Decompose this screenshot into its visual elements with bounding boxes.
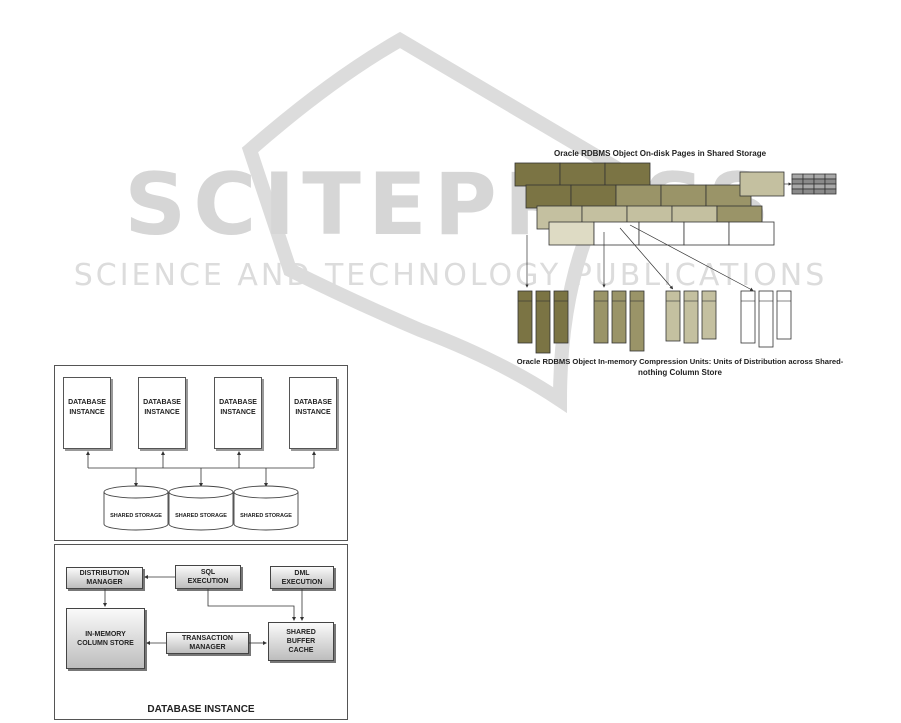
database-instance-box-1: DATABASE INSTANCE (63, 377, 111, 449)
page-grid-cell-r4-c4 (824, 188, 837, 195)
on-disk-page-r1-c2 (559, 162, 606, 187)
compression-unit-g1-3 (553, 290, 569, 344)
page-grid-cell-r2-c4 (824, 178, 837, 185)
instance-diagram-panel (54, 544, 348, 720)
page-grid-cell-r4-c2 (802, 188, 815, 195)
compression-unit-g3-1 (665, 290, 681, 342)
shared-storage-label-3: SHARED STORAGE (240, 513, 292, 519)
shared-storage-label-2: SHARED STORAGE (175, 513, 227, 519)
pages-bottom-caption-line-1: Oracle RDBMS Object In-memory Compressio… (516, 357, 844, 366)
on-disk-page-r2-c3 (615, 184, 662, 209)
page-grid-cell-r2-c3 (813, 178, 826, 185)
arrow-page-to-cu-group-4 (629, 224, 754, 291)
page-grid-cell-r2-c2 (802, 178, 815, 185)
sql-execution-box: SQL EXECUTION (175, 565, 241, 589)
on-disk-page-r1-c1 (514, 162, 561, 187)
shared-storage-label-1: SHARED STORAGE (110, 513, 162, 519)
in-memory-column-store-box: IN-MEMORY COLUMN STORE (66, 608, 145, 669)
cluster-diagram-panel (54, 365, 348, 541)
page-grid-cell-r3-c3 (813, 183, 826, 190)
page-grid-cell-r4-c1 (791, 188, 804, 195)
dml-execution-box: DML EXECUTION (270, 566, 334, 589)
on-disk-page-r4-c4 (683, 221, 730, 246)
database-instance-box-4: DATABASE INSTANCE (289, 377, 337, 449)
shared-storage-cylinder-2 (168, 485, 234, 531)
compression-unit-g3-2 (683, 290, 699, 344)
compression-unit-g2-1 (593, 290, 609, 344)
shared-storage-cylinder-1 (103, 485, 169, 531)
compression-unit-g4-1 (740, 290, 756, 344)
on-disk-page-r2-c1 (525, 184, 572, 209)
page-grid-cell-r3-c1 (791, 183, 804, 190)
database-instance-box-2: DATABASE INSTANCE (138, 377, 186, 449)
arrow-page-to-cu-group-3 (619, 227, 674, 290)
pages-top-caption: Oracle RDBMS Object On-disk Pages in Sha… (553, 149, 767, 158)
page-grid-cell-r3-c2 (802, 183, 815, 190)
page-grid-cell-r1-c3 (813, 173, 826, 180)
on-disk-page-r2-c4 (660, 184, 707, 209)
on-disk-page-r4-c5 (728, 221, 775, 246)
on-disk-page-r4-c1 (548, 221, 595, 246)
shared-buffer-cache-box: SHARED BUFFER CACHE (268, 622, 334, 661)
page-grid-cell-r3-c4 (824, 183, 837, 190)
compression-unit-g4-2 (758, 290, 774, 348)
on-disk-page-r4-c2 (593, 221, 640, 246)
page-grid-cell-r1-c1 (791, 173, 804, 180)
page-grid-cell-r4-c3 (813, 188, 826, 195)
database-instance-title: DATABASE INSTANCE (147, 704, 255, 715)
page-grid-cell-r1-c4 (824, 173, 837, 180)
transaction-manager-box: TRANSACTION MANAGER (166, 632, 249, 654)
compression-unit-g3-3 (701, 290, 717, 340)
compression-unit-g2-2 (611, 290, 627, 344)
page-grid-cell-r1-c2 (802, 173, 815, 180)
compression-unit-g1-1 (517, 290, 533, 344)
arrow-sql-to-buffer-cache (207, 589, 296, 621)
pages-bottom-caption-line-2: nothing Column Store (638, 368, 722, 377)
compression-unit-g2-3 (629, 290, 645, 352)
shared-storage-cylinder-3 (233, 485, 299, 531)
page-legend-box (739, 171, 785, 197)
on-disk-page-r1-c3 (604, 162, 651, 187)
on-disk-page-r2-c2 (570, 184, 617, 209)
compression-unit-g1-2 (535, 290, 551, 354)
database-instance-box-3: DATABASE INSTANCE (214, 377, 262, 449)
compression-unit-g4-3 (776, 290, 792, 340)
distribution-manager-box: DISTRIBUTION MANAGER (66, 567, 143, 589)
page-grid-cell-r2-c1 (791, 178, 804, 185)
